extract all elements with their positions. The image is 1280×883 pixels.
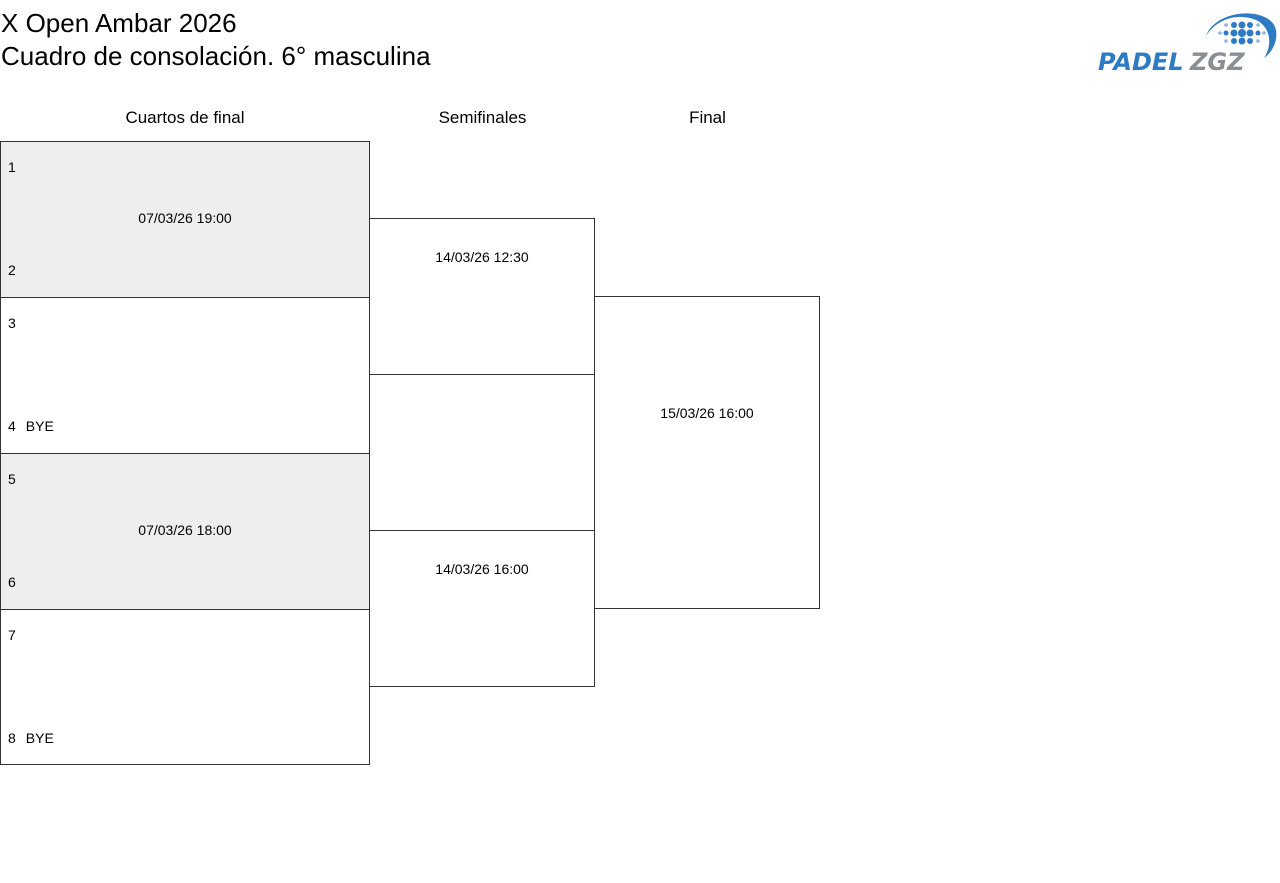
match-date: 07/03/26 18:00	[138, 522, 232, 538]
sf-match-1[interactable]: 14/03/26 12:30	[369, 218, 595, 375]
qf-match-3[interactable]: 5 07/03/26 18:00 6	[0, 453, 370, 610]
team-slot: 6	[8, 574, 16, 590]
team-slot: 5	[8, 471, 16, 487]
team-slot: 3	[8, 315, 16, 331]
team-slot: 7	[8, 627, 16, 643]
svg-text:PADEL: PADEL	[1098, 48, 1184, 74]
qf-match-1[interactable]: 1 07/03/26 19:00 2	[0, 141, 370, 298]
tournament-title: X Open Ambar 2026	[1, 8, 237, 38]
sf-match-2[interactable]: 14/03/26 16:00	[369, 530, 595, 687]
round-header-semifinals: Semifinales	[438, 108, 527, 127]
match-date: 15/03/26 16:00	[660, 405, 754, 421]
team-slot: 1	[8, 159, 16, 175]
match-date: 14/03/26 12:30	[435, 249, 529, 265]
match-date: 14/03/26 16:00	[435, 561, 529, 577]
round-header-quarterfinals: Cuartos de final	[125, 108, 245, 127]
match-date: 07/03/26 19:00	[138, 210, 232, 226]
draw-subtitle: Cuadro de consolación. 6° masculina	[1, 41, 431, 71]
team-slot: 2	[8, 262, 16, 278]
final-match[interactable]: 15/03/26 16:00	[594, 296, 820, 609]
padelzgz-logo: PADEL ZGZ	[1096, 8, 1280, 76]
svg-text:ZGZ: ZGZ	[1189, 48, 1245, 74]
round-header-final: Final	[689, 108, 726, 127]
